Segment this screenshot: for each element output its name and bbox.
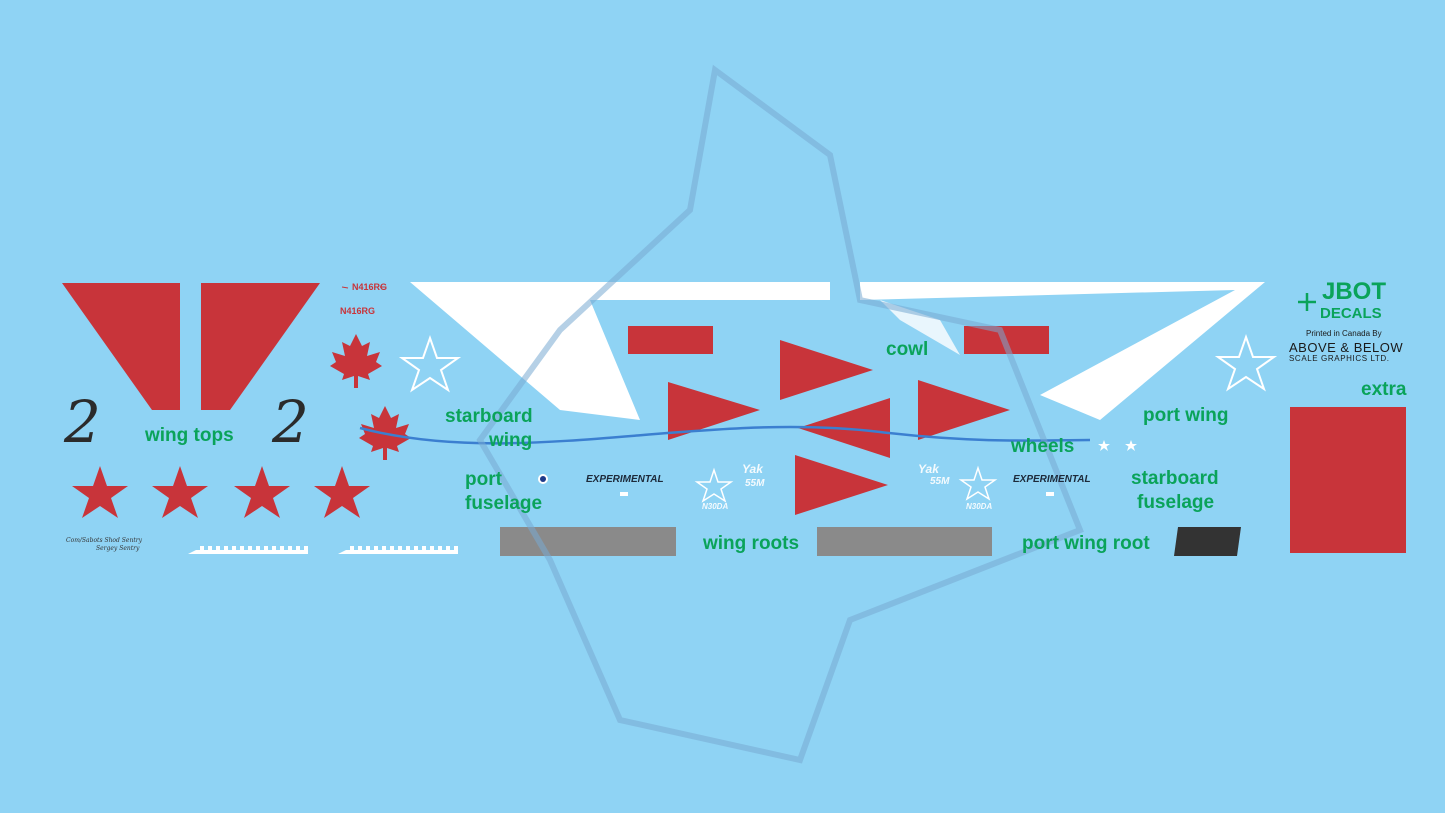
label-wing-roots: wing roots	[703, 533, 800, 554]
yak-text-1: Yak	[742, 462, 763, 476]
wing-root-bar-1	[500, 527, 676, 556]
tail-code-1: N30DA	[702, 502, 729, 511]
port-wing-root-bar	[1174, 527, 1241, 556]
experimental-2: EXPERIMENTAL	[1013, 474, 1091, 485]
greek-key-strip-2	[338, 546, 458, 554]
script-name-1: Com/Sabots Shod Sentry	[66, 537, 142, 544]
maple-leaf-1	[330, 334, 382, 388]
label-port-wing-root: port wing root	[1022, 533, 1150, 554]
label-starboard-wing-line2: wing	[489, 430, 533, 451]
label-starboard-wing-line1: starboard	[445, 406, 533, 427]
cowl-triangle-1	[668, 382, 760, 440]
placard-1	[620, 492, 628, 496]
model-text-2: 55M	[930, 476, 950, 487]
cowl-triangle-5	[795, 455, 888, 515]
label-wing-tops: wing tops	[145, 425, 234, 446]
experimental-1: EXPERIMENTAL	[586, 474, 664, 485]
registration-2: N416RG	[340, 306, 376, 316]
red-star-3	[234, 466, 290, 518]
label-cowl: cowl	[886, 339, 929, 360]
brand-decals: DECALS	[1320, 305, 1382, 322]
reg-mark-2	[341, 286, 349, 289]
port-wing-white	[860, 282, 1265, 420]
numeral-2-left: 2	[64, 388, 101, 456]
label-starboard-fuselage-line2: fuselage	[1137, 492, 1215, 513]
watermark-outline	[476, 64, 1084, 764]
registration-1: N416RG	[352, 282, 388, 292]
wing-top-flare-right	[201, 283, 320, 410]
plus-icon	[1298, 293, 1316, 311]
star-outline-3	[694, 467, 734, 503]
label-wheels: wheels	[1011, 436, 1075, 457]
extra-red-panel	[1290, 407, 1406, 553]
red-star-1	[72, 466, 128, 518]
star-outline-2	[1214, 333, 1278, 392]
model-text-1: 55M	[745, 478, 765, 489]
label-port-wing: port wing	[1143, 405, 1229, 426]
printed-in-canada: Printed in Canada By	[1306, 329, 1382, 338]
star-outline-1	[398, 334, 462, 393]
numeral-2-right: 2	[272, 388, 309, 456]
starboard-wing-white	[410, 282, 830, 420]
cowl-triangle-2	[780, 340, 873, 400]
red-star-4	[314, 466, 370, 518]
placard-2	[1046, 492, 1054, 496]
cowl-bar-left	[628, 326, 713, 354]
port-wing-white-inner	[880, 300, 960, 355]
roundel-inner	[540, 476, 546, 482]
label-port-fuselage-line2: fuselage	[465, 493, 543, 514]
wheel-star-2	[1125, 440, 1137, 451]
greek-key-strip-1	[188, 546, 308, 554]
label-starboard-fuselage-line1: starboard	[1131, 468, 1219, 489]
red-star-2	[152, 466, 208, 518]
company-name-line2: SCALE GRAPHICS LTD.	[1289, 354, 1390, 363]
wheel-star-1	[1098, 440, 1110, 451]
starboard-wing-white-inner	[470, 295, 565, 400]
wing-top-flare-left	[62, 283, 180, 410]
company-name-line1: ABOVE & BELOW	[1289, 340, 1404, 355]
label-extra: extra	[1361, 379, 1407, 400]
tail-code-2: N30DA	[966, 502, 993, 511]
brand-jbot: JBOT	[1322, 278, 1387, 305]
cowl-triangle-4	[918, 380, 1010, 440]
cheat-line	[359, 425, 1091, 445]
label-port-fuselage-line1: port	[465, 469, 502, 490]
yak-text-2: Yak	[918, 462, 939, 476]
wing-root-bar-2	[817, 527, 992, 556]
script-name-2: Sergey Sentry	[96, 545, 140, 552]
star-outline-4	[958, 465, 998, 501]
